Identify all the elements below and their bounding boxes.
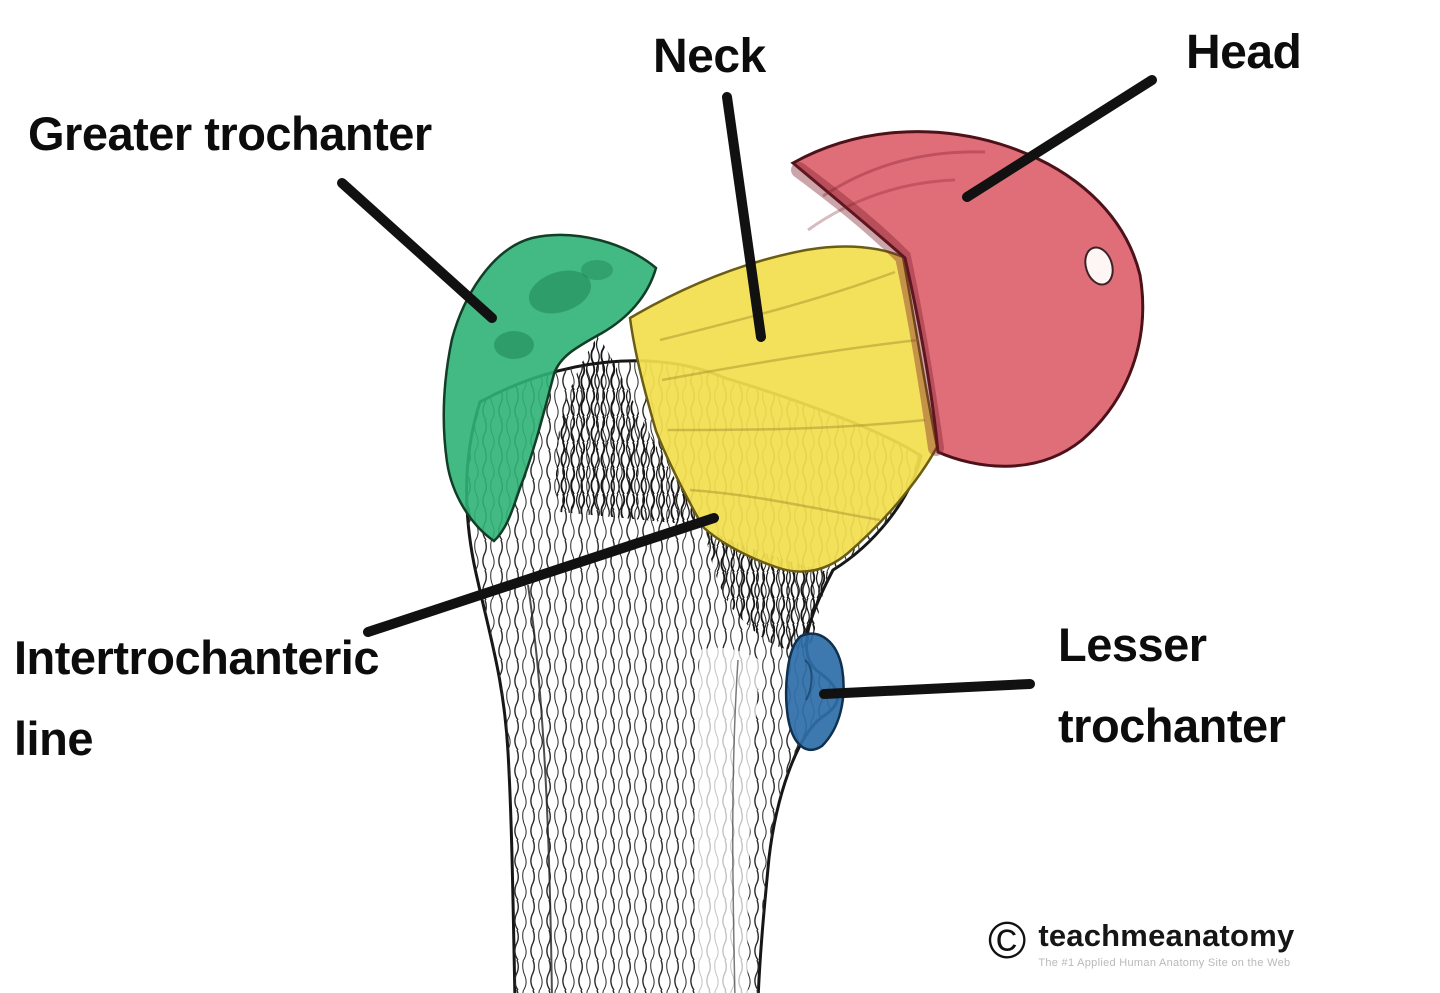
lesser-trochanter-region bbox=[784, 632, 845, 752]
head-region bbox=[790, 130, 1145, 468]
lesser-trochanter-shading bbox=[804, 659, 813, 701]
neck-texture-lines bbox=[659, 270, 926, 522]
greater-trochanter-region bbox=[442, 233, 658, 543]
head-boundary-shading bbox=[791, 162, 944, 456]
greater-trochanter-shading-3 bbox=[581, 260, 613, 280]
lesser-trochanter-label-line1: Lesser bbox=[1058, 618, 1207, 671]
shaft-contour-right bbox=[732, 659, 739, 993]
intertrochanteric-leader-line bbox=[363, 513, 719, 637]
femur-illustration bbox=[442, 130, 1145, 993]
fovea-notch bbox=[1084, 246, 1114, 286]
neck-label: Neck bbox=[653, 30, 766, 83]
intertrochanteric-line-label-line1: Intertrochanteric bbox=[14, 631, 379, 684]
greater-trochanter-shading-2 bbox=[494, 331, 534, 359]
head-sketch-arc-2 bbox=[807, 178, 956, 232]
lesser-trochanter-label: Lesser trochanter bbox=[1058, 605, 1286, 767]
head-sketch-arc-1 bbox=[822, 150, 986, 198]
greater-trochanter-label: Greater trochanter bbox=[28, 107, 432, 160]
neck-leader-line bbox=[722, 92, 766, 342]
intertrochanteric-line-label-line2: line bbox=[14, 711, 93, 765]
lesser-trochanter-leader-line bbox=[819, 679, 1035, 699]
greater-trochanter-shading-1 bbox=[528, 270, 592, 314]
shaft-highlight bbox=[694, 647, 760, 993]
watermark: © teachmeanatomy The #1 Applied Human An… bbox=[988, 912, 1294, 970]
watermark-text: teachmeanatomy The #1 Applied Human Anat… bbox=[1038, 918, 1294, 969]
watermark-tagline: The #1 Applied Human Anatomy Site on the… bbox=[1038, 957, 1291, 969]
lesser-trochanter-label-line2: trochanter bbox=[1058, 698, 1286, 752]
watermark-brand: teachmeanatomy bbox=[1038, 918, 1295, 953]
head-label: Head bbox=[1186, 26, 1302, 79]
intertrochanteric-line-label: Intertrochanteric line bbox=[14, 618, 379, 780]
shaft-contour-left bbox=[527, 584, 553, 993]
leader-lines bbox=[337, 75, 1157, 699]
head-leader-line bbox=[962, 75, 1157, 202]
copyright-icon: © bbox=[988, 912, 1027, 970]
greater-trochanter-leader-line bbox=[337, 178, 497, 323]
trochanteric-fossa-shading bbox=[555, 336, 706, 526]
subneck-shading bbox=[704, 528, 828, 650]
